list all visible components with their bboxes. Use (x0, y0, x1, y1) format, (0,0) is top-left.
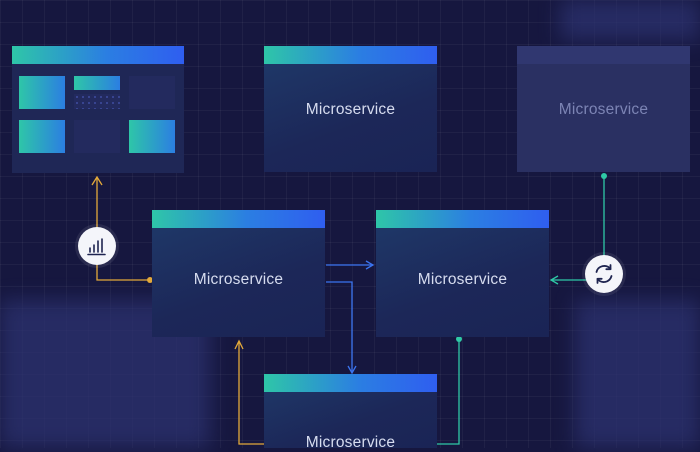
dashboard-tile (19, 120, 65, 153)
panel-header-bar (152, 210, 325, 228)
panel-header-bar (376, 210, 549, 228)
connector-dot (601, 173, 607, 179)
dashboard-tile (129, 120, 175, 153)
arrow-up-gold (234, 339, 244, 350)
panel-header-bar (12, 46, 184, 64)
microservice-label: Microservice (558, 101, 649, 118)
arrow-left-teal (549, 275, 559, 285)
microservice-label: Microservice (305, 101, 396, 118)
microservice-label: Microservice (305, 434, 396, 451)
arrow-down-blue (347, 365, 357, 375)
connector-middle-right-to-bottom (437, 338, 460, 445)
microservice-top-center: Microservice (264, 46, 437, 172)
panel-header-bar (517, 46, 690, 64)
connector-bottom-to-middle-left (238, 342, 264, 445)
bar-chart-glyph (87, 238, 106, 256)
sync-icon (585, 255, 623, 293)
arrow-right-blue (365, 260, 375, 270)
microservice-label: Microservice (417, 271, 508, 288)
panel-header-bar (264, 374, 437, 392)
connector-dashboard-middle-left (96, 178, 150, 281)
connector-dot (147, 277, 153, 283)
sync-arrows-glyph (595, 264, 613, 284)
microservice-top-right: Microservice (517, 46, 690, 172)
dashboard-tile (19, 76, 65, 109)
connector-left-to-bottom (326, 281, 353, 372)
dashboard-tile (129, 76, 175, 109)
arrow-up-dashboard (91, 175, 103, 186)
microservice-middle-right: Microservice (376, 210, 549, 337)
connector-dot (456, 336, 462, 342)
microservice-middle-left: Microservice (152, 210, 325, 337)
dashboard-tile (74, 120, 120, 153)
dashboard-panel (12, 46, 184, 173)
dashboard-tile (74, 94, 120, 109)
dashboard-tile (74, 76, 120, 90)
microservice-bottom: Microservice (264, 374, 437, 451)
blurred-shape-top-right (560, 0, 700, 40)
blurred-shape-right (575, 300, 700, 448)
analytics-chart-icon (78, 227, 116, 265)
panel-header-bar (264, 46, 437, 64)
microservice-label: Microservice (193, 271, 284, 288)
